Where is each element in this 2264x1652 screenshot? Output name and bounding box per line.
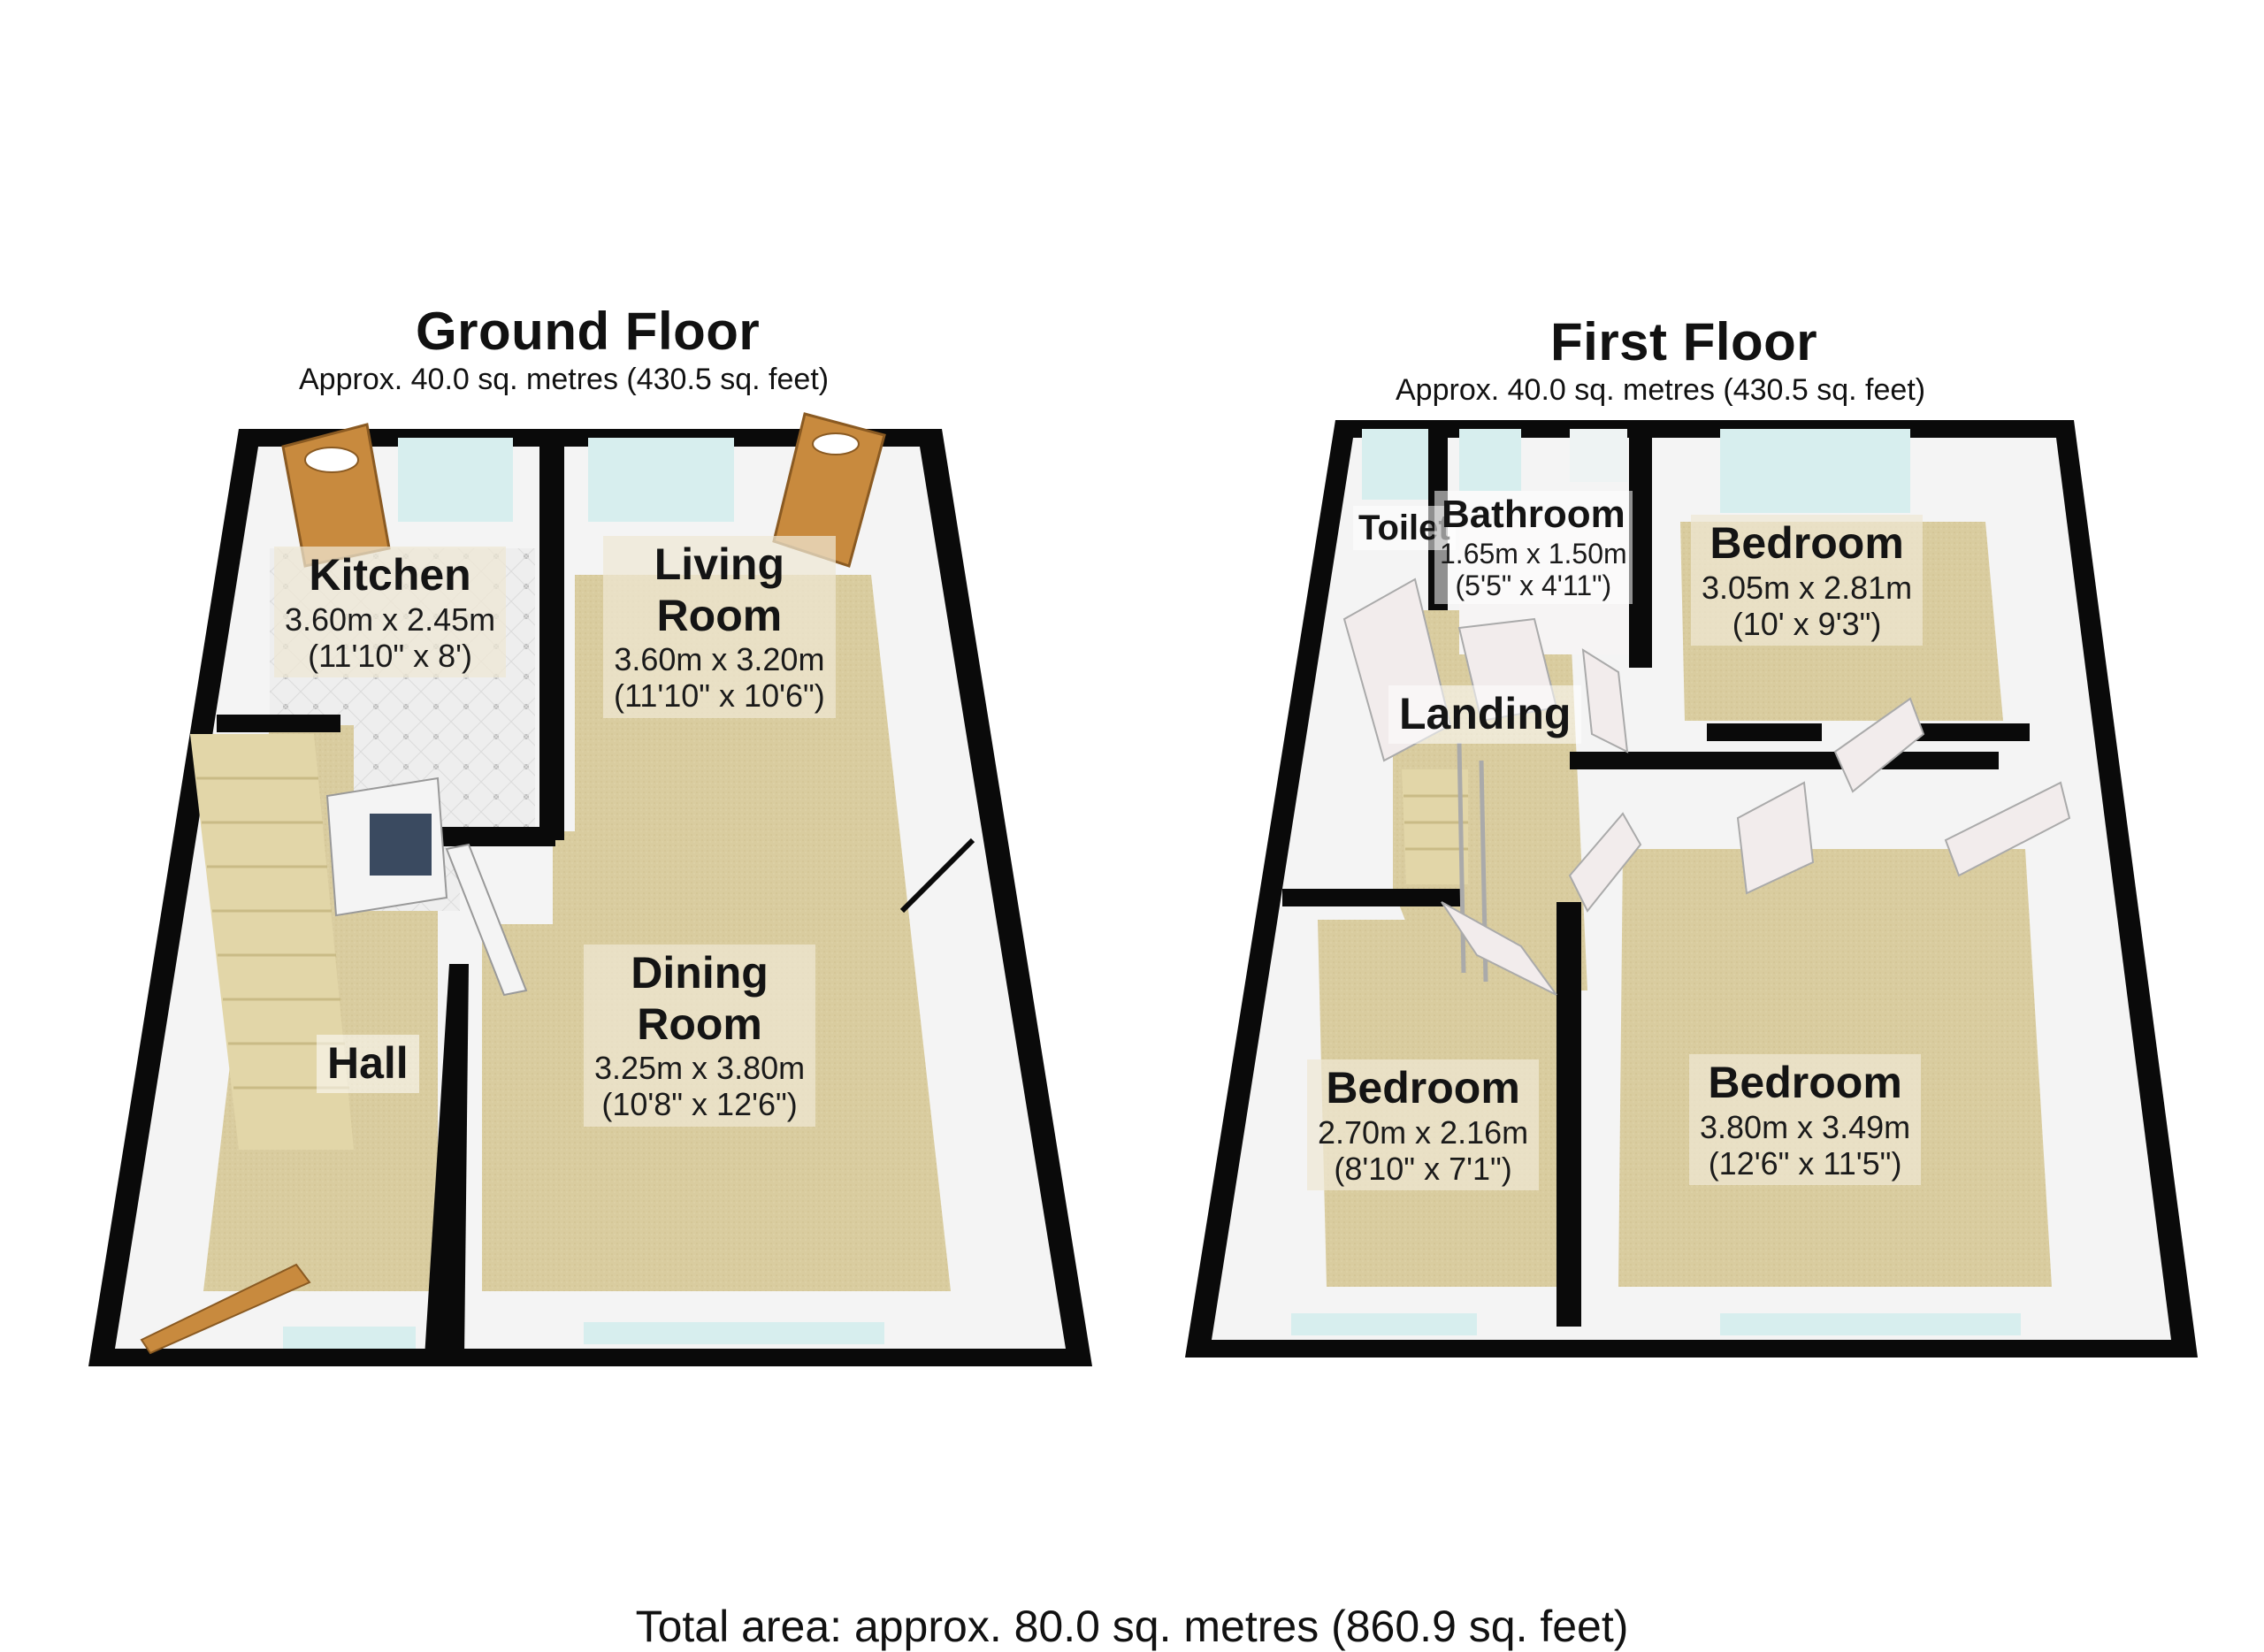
bedroom-large-door [1568,812,1642,913]
ground-floor-area: Approx. 40.0 sq. metres (430.5 sq. feet) [299,363,830,396]
small-bedroom-top-wall [1282,889,1464,906]
kitchen-living-wall [539,438,564,840]
kitchen-back-door [281,423,391,568]
bathroom-label: Bathroom 1.65m x 1.50m (5'5" x 4'11") [1434,491,1633,605]
bedroom-top-metric: 3.05m x 2.81m [1702,569,1913,606]
living-room-metric: 3.60m x 3.20m [614,641,825,677]
living-window [588,438,734,522]
hall-label: Hall [317,1035,419,1093]
bathroom-name: Bathroom [1441,493,1625,536]
wardrobe-door-1 [1736,781,1815,895]
living-room-name-line2: Room [656,590,783,640]
bedroom-divider-wall [1556,902,1581,1327]
kitchen-imperial: (11'10" x 8') [308,637,473,674]
cupboard-wall-2 [1915,723,2030,741]
kitchen-lower-wall [442,827,555,846]
living-room-label: Living Room 3.60m x 3.20m (11'10" x 10'6… [603,536,836,718]
dining-front-window [584,1322,884,1344]
bedroom-small-window [1291,1313,1477,1335]
kitchen-label: Kitchen 3.60m x 2.45m (11'10" x 8') [274,547,507,678]
bedroom-large-label: Bedroom 3.80m x 3.49m (12'6" x 11'5") [1689,1054,1922,1186]
landing-bedroom-wall [1570,752,1999,769]
hall-name: Hall [327,1038,409,1088]
kitchen-metric: 3.60m x 2.45m [285,600,496,638]
dining-room-label: Dining Room 3.25m x 3.80m (10'8" x 12'6"… [584,945,816,1127]
dining-right-wall-detail [899,837,975,914]
bedroom-top-door [1833,697,1925,793]
total-area: Total area: approx. 80.0 sq. metres (860… [635,1602,1629,1651]
living-room-name-line1: Living [654,539,784,589]
kitchen-name: Kitchen [309,550,471,600]
bedroom-small-imperial: (8'10" x 7'1") [1334,1150,1512,1187]
bedroom-large-imperial: (12'6" x 11'5") [1708,1144,1902,1182]
living-room-imperial: (11'10" x 10'6") [614,677,825,715]
bathroom-imperial: (5'5" x 4'11") [1455,570,1612,602]
kitchen-window-grid [370,814,432,876]
bedroom-small-metric: 2.70m x 2.16m [1318,1113,1529,1151]
bedroom-large-name: Bedroom [1708,1058,1902,1107]
cupboard-wall-1 [1707,723,1822,741]
first-floor-area: Approx. 40.0 sq. metres (430.5 sq. feet) [1396,373,1926,407]
hall-front-window [283,1327,416,1349]
bedroom-small-name: Bedroom [1326,1063,1520,1113]
bathroom-metric: 1.65m x 1.50m [1440,537,1627,570]
first-floor-window-1 [1362,429,1428,500]
bedroom-top-imperial: (10' x 9'3") [1732,605,1882,642]
dining-room-name-line2: Room [637,998,762,1049]
hall-dining-wall [424,964,469,1358]
ground-floor-stairs [190,734,354,1150]
dining-room-name-line1: Dining [631,948,769,998]
kitchen-side-wall [217,715,340,732]
bedroom-top-name: Bedroom [1709,518,1904,568]
first-floor-title: First Floor [1550,312,1818,371]
kitchen-window [398,438,513,522]
first-floor-window-3 [1570,429,1627,482]
bathroom-bedroom-wall [1629,433,1652,668]
bedroom-top-window [1720,429,1910,513]
landing-name: Landing [1399,689,1572,738]
dining-door [445,843,528,997]
ground-floor-plan [88,412,1092,1366]
first-floor-window-2 [1459,429,1521,491]
dining-room-metric: 3.25m x 3.80m [594,1050,806,1086]
bedroom-large-window [1720,1313,2021,1335]
landing-label: Landing [1388,685,1582,744]
bedroom-small-door [1441,901,1557,996]
wardrobe-door-2 [1944,781,2071,877]
bedroom-small-label: Bedroom 2.70m x 2.16m (8'10" x 7'1") [1307,1059,1540,1191]
bedroom-large-metric: 3.80m x 3.49m [1700,1108,1911,1145]
landing-cupboard-door [1581,648,1629,753]
ground-floor-title: Ground Floor [416,302,761,361]
dining-room-imperial: (10'8" x 12'6") [601,1086,798,1123]
front-door [140,1263,311,1355]
bedroom-top-label: Bedroom 3.05m x 2.81m (10' x 9'3") [1691,515,1924,646]
living-back-door [772,412,886,568]
